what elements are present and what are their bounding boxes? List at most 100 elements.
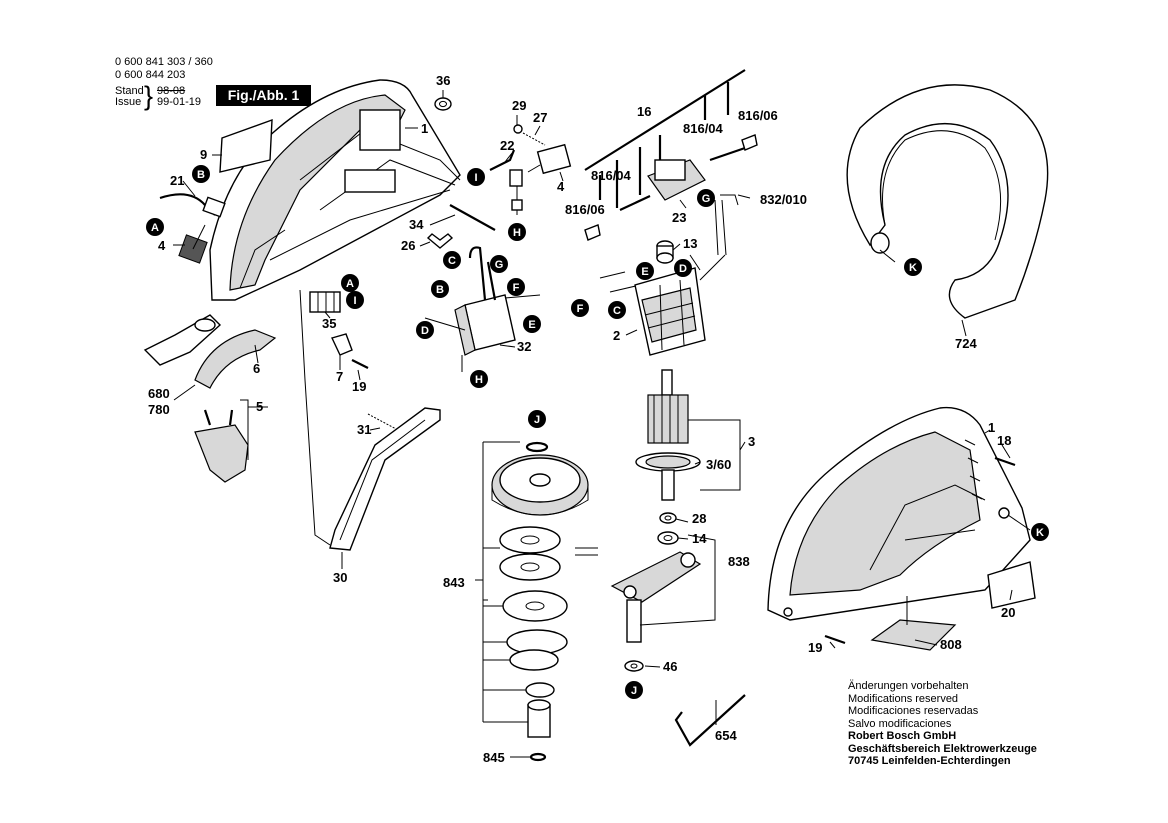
- label-1: 1: [421, 121, 428, 136]
- marker-g-right: G: [697, 189, 715, 207]
- label-808: 808: [940, 637, 962, 652]
- screw-19: [351, 359, 369, 369]
- gear: [491, 454, 589, 516]
- svg-text:E: E: [528, 319, 535, 331]
- svg-text:F: F: [513, 282, 520, 294]
- label-816-06-left: 816/06: [565, 202, 605, 217]
- marker-b-mid: B: [431, 280, 449, 298]
- label-23: 23: [672, 210, 686, 225]
- footer-company: Robert Bosch GmbH: [848, 730, 957, 742]
- marker-a-left: A: [146, 218, 164, 236]
- part-number-1: 0 600 841 303 / 360: [115, 56, 213, 68]
- label-816-04-left: 816/04: [591, 168, 632, 183]
- svg-text:J: J: [534, 414, 540, 426]
- footer-line-it: Salvo modificaciones: [848, 717, 952, 730]
- marker-h-top: H: [508, 223, 526, 241]
- svg-text:C: C: [448, 255, 456, 267]
- part-labels: 36 1 9 21 4 29 27 22 4 34 26 32 35 7 19 …: [148, 73, 1015, 765]
- label-30: 30: [333, 570, 347, 585]
- nut-36: [434, 97, 452, 111]
- marker-j-top: J: [528, 410, 546, 428]
- label-808: [870, 619, 957, 651]
- marker-c-mid: C: [443, 251, 461, 269]
- svg-text:D: D: [421, 325, 429, 337]
- svg-text:B: B: [197, 169, 205, 181]
- spacer-pins: [575, 547, 598, 556]
- crank-838: [610, 551, 702, 643]
- label-843: 843: [443, 575, 465, 590]
- issue-value: 99-01-19: [157, 96, 202, 108]
- label-816-04-top: 816/04: [683, 121, 724, 136]
- label-film-9: [219, 118, 273, 173]
- svg-text:C: C: [613, 305, 621, 317]
- clip-26: [426, 233, 454, 249]
- marker-g-mid: G: [490, 255, 508, 273]
- label-19: 19: [352, 379, 366, 394]
- label-32: 32: [517, 339, 531, 354]
- svg-text:K: K: [909, 262, 917, 274]
- capacitor-32: [424, 246, 541, 372]
- marker-c-motor: C: [608, 301, 626, 319]
- terminal-block-35: [309, 291, 341, 313]
- svg-text:H: H: [475, 374, 483, 386]
- stand-value: 98-08: [157, 85, 186, 97]
- footer-line-es: Modificaciones reservadas: [848, 705, 979, 717]
- connection-markers: A B I H C G A I B F E D H G E D F C J J …: [146, 165, 1049, 699]
- label-3: 3: [748, 434, 755, 449]
- part-number-2: 0 600 844 203: [115, 69, 186, 81]
- marker-i-mid: I: [346, 291, 364, 309]
- label-654: 654: [715, 728, 737, 743]
- screw-19-right: [824, 634, 846, 645]
- label-21: 21: [170, 173, 184, 188]
- footer-line-de: Änderungen vorbehalten: [848, 680, 969, 692]
- footer-division: Geschäftsbereich Elektrowerkzeuge: [848, 742, 1037, 755]
- label-7: 7: [336, 369, 343, 384]
- marker-k-handle: K: [904, 258, 922, 276]
- screw-18: [994, 456, 1016, 467]
- housing-right: [767, 406, 1031, 621]
- bearing-14: [657, 531, 679, 545]
- label-28: 28: [692, 511, 706, 526]
- label-832-010: 832/010: [760, 192, 807, 207]
- issue-label: Issue: [115, 96, 142, 108]
- brush-holder-23: [584, 134, 758, 256]
- svg-text:A: A: [151, 222, 159, 234]
- svg-text:I: I: [474, 172, 477, 184]
- label-9: 9: [200, 147, 207, 162]
- label-19-right: 19: [808, 640, 822, 655]
- marker-e-mid: E: [523, 315, 541, 333]
- label-724: 724: [955, 336, 977, 351]
- label-20: 20: [1001, 605, 1015, 620]
- stand-label: Stand: [115, 85, 144, 97]
- marker-e-motor: E: [636, 262, 654, 280]
- label-780: 780: [148, 402, 170, 417]
- label-36: 36: [436, 73, 450, 88]
- cable-connector-21: [159, 193, 226, 264]
- footer: Änderungen vorbehalten Modifications res…: [848, 680, 1037, 768]
- svg-text:J: J: [631, 685, 637, 697]
- label-35: 35: [322, 316, 336, 331]
- bearing-13: [656, 240, 674, 264]
- label-4-switch: 4: [557, 179, 565, 194]
- label-3-60: 3/60: [706, 457, 731, 472]
- marker-b-left: B: [192, 165, 210, 183]
- pin-34: [449, 204, 496, 231]
- bearing-28: [659, 512, 677, 524]
- plug-5: [194, 399, 249, 483]
- marker-d-motor: D: [674, 259, 692, 277]
- hex-key-654: [674, 694, 746, 747]
- front-handle-724: [846, 84, 1049, 319]
- label-26: 26: [401, 238, 415, 253]
- svg-text:K: K: [1036, 527, 1044, 539]
- label-18: 18: [997, 433, 1011, 448]
- marker-f-motor: F: [571, 299, 589, 317]
- retaining-ring-j: [525, 441, 549, 453]
- armature-3: [635, 369, 701, 501]
- label-1-right: 1: [988, 420, 995, 435]
- svg-text:D: D: [679, 263, 687, 275]
- marker-a-mid: A: [341, 274, 359, 292]
- label-4-left: 4: [158, 238, 166, 253]
- label-20: [987, 561, 1036, 609]
- footer-address: 70745 Leinfelden-Echterdingen: [848, 755, 1011, 767]
